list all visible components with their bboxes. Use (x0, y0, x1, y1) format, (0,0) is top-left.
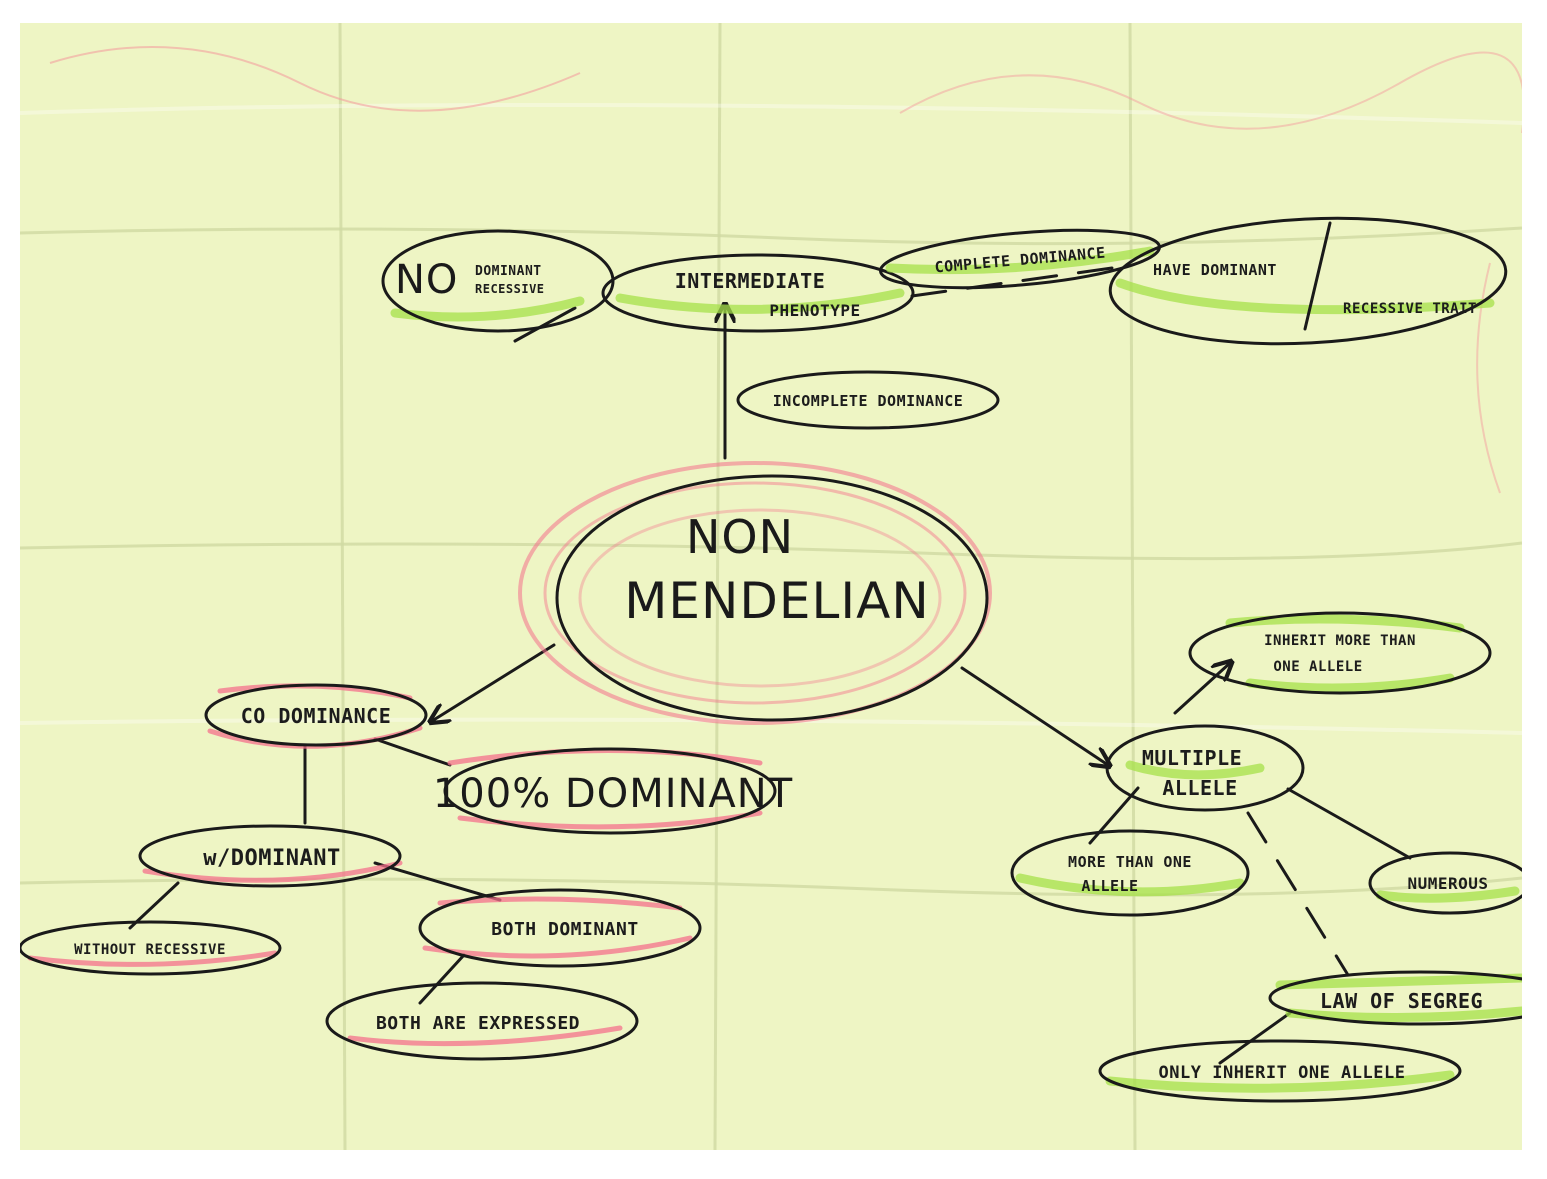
node-have-dominant: HAVE DOMINANT RECESSIVE TRAIT (1108, 216, 1508, 346)
node-multiple-allele: MULTIPLE ALLELE (1105, 724, 1305, 812)
numerous-label: NUMEROUS (1407, 874, 1488, 893)
both-dominant-label: BOTH DOMINANT (491, 919, 638, 940)
multiple-allele-line1: MULTIPLE (1142, 746, 1242, 770)
edge-law-to-only-inherit (1218, 1011, 1292, 1065)
edge-no-dominant (513, 306, 577, 343)
node-both-dominant: BOTH DOMINANT (418, 888, 702, 968)
edge-multiple-to-law (1246, 811, 1350, 977)
edge-multiple-to-inherit-more (1173, 663, 1230, 715)
edge-center-to-multiple (960, 666, 1108, 765)
node-w-dominant: w/DOMINANT (138, 824, 403, 888)
node-incomplete-dominance: INCOMPLETE DOMINANCE (736, 370, 1000, 430)
law-of-segregation-label: LAW OF SEGREG (1320, 989, 1483, 1013)
node-both-expressed: BOTH ARE EXPRESSED (325, 981, 639, 1061)
more-than-one-line2: ALLELE (1081, 877, 1138, 895)
multiple-allele-line2: ALLELE (1162, 776, 1237, 800)
node-100-dominant: 100% DOMINANT (433, 747, 793, 835)
node-non-mendelian: NON MENDELIAN (518, 461, 992, 725)
edge-w-dominant-to-without (128, 881, 180, 930)
both-expressed-label: BOTH ARE EXPRESSED (376, 1013, 580, 1034)
have-dominant-line2: RECESSIVE TRAIT (1343, 301, 1477, 317)
inherit-more-line1: INHERIT MORE THAN (1264, 633, 1416, 649)
node-no-dominant: NO DOMINANT RECESSIVE (381, 229, 615, 333)
node-without-recessive: WITHOUT RECESSIVE (20, 920, 282, 976)
edge-codominance-to-100 (373, 737, 452, 767)
w-dominant-label: w/DOMINANT (203, 846, 340, 871)
no-dominant-line2: RECESSIVE (475, 282, 545, 296)
node-law-of-segregation: LAW OF SEGREG (1268, 970, 1522, 1026)
without-recessive-label: WITHOUT RECESSIVE (74, 942, 226, 958)
only-inherit-label: ONLY INHERIT ONE ALLELE (1159, 1063, 1406, 1083)
node-inherit-more: INHERIT MORE THAN ONE ALLELE (1188, 611, 1492, 695)
center-line1: NON (686, 510, 794, 564)
no-dominant-line1: DOMINANT (475, 264, 542, 279)
node-co-dominance: CO DOMINANCE (204, 683, 428, 749)
edge-center-to-codominance (432, 643, 556, 721)
inherit-more-line2: ONE ALLELE (1273, 659, 1362, 675)
incomplete-dominance-label: INCOMPLETE DOMINANCE (773, 392, 964, 410)
center-line2: MENDELIAN (624, 572, 929, 630)
concept-map-photo: NON MENDELIAN NO DOMINANT RECESSIVE INTE… (20, 23, 1522, 1150)
edge-w-dominant-to-both-dominant (373, 861, 502, 902)
concept-map-drawing: NON MENDELIAN NO DOMINANT RECESSIVE INTE… (20, 23, 1522, 1150)
node-intermediate-phenotype: INTERMEDIATE PHENOTYPE (601, 253, 915, 333)
hundred-dominant-label: 100% DOMINANT (433, 771, 793, 817)
edge-multiple-to-numerous (1286, 787, 1412, 860)
intermediate-line1: INTERMEDIATE (675, 269, 826, 293)
no-dominant-big: NO (395, 257, 458, 303)
have-dominant-slash (1303, 221, 1332, 331)
node-numerous: NUMEROUS (1368, 851, 1522, 915)
intermediate-line2: PHENOTYPE (769, 301, 860, 320)
node-only-inherit: ONLY INHERIT ONE ALLELE (1098, 1039, 1462, 1103)
edge-intermediate-to-have-dominant (910, 266, 1114, 298)
node-more-than-one: MORE THAN ONE ALLELE (1010, 829, 1250, 917)
more-than-one-line1: MORE THAN ONE (1068, 853, 1192, 871)
edge-both-dominant-to-both-expressed (418, 953, 466, 1005)
have-dominant-line1: HAVE DOMINANT (1153, 261, 1277, 279)
co-dominance-label: CO DOMINANCE (241, 704, 392, 728)
